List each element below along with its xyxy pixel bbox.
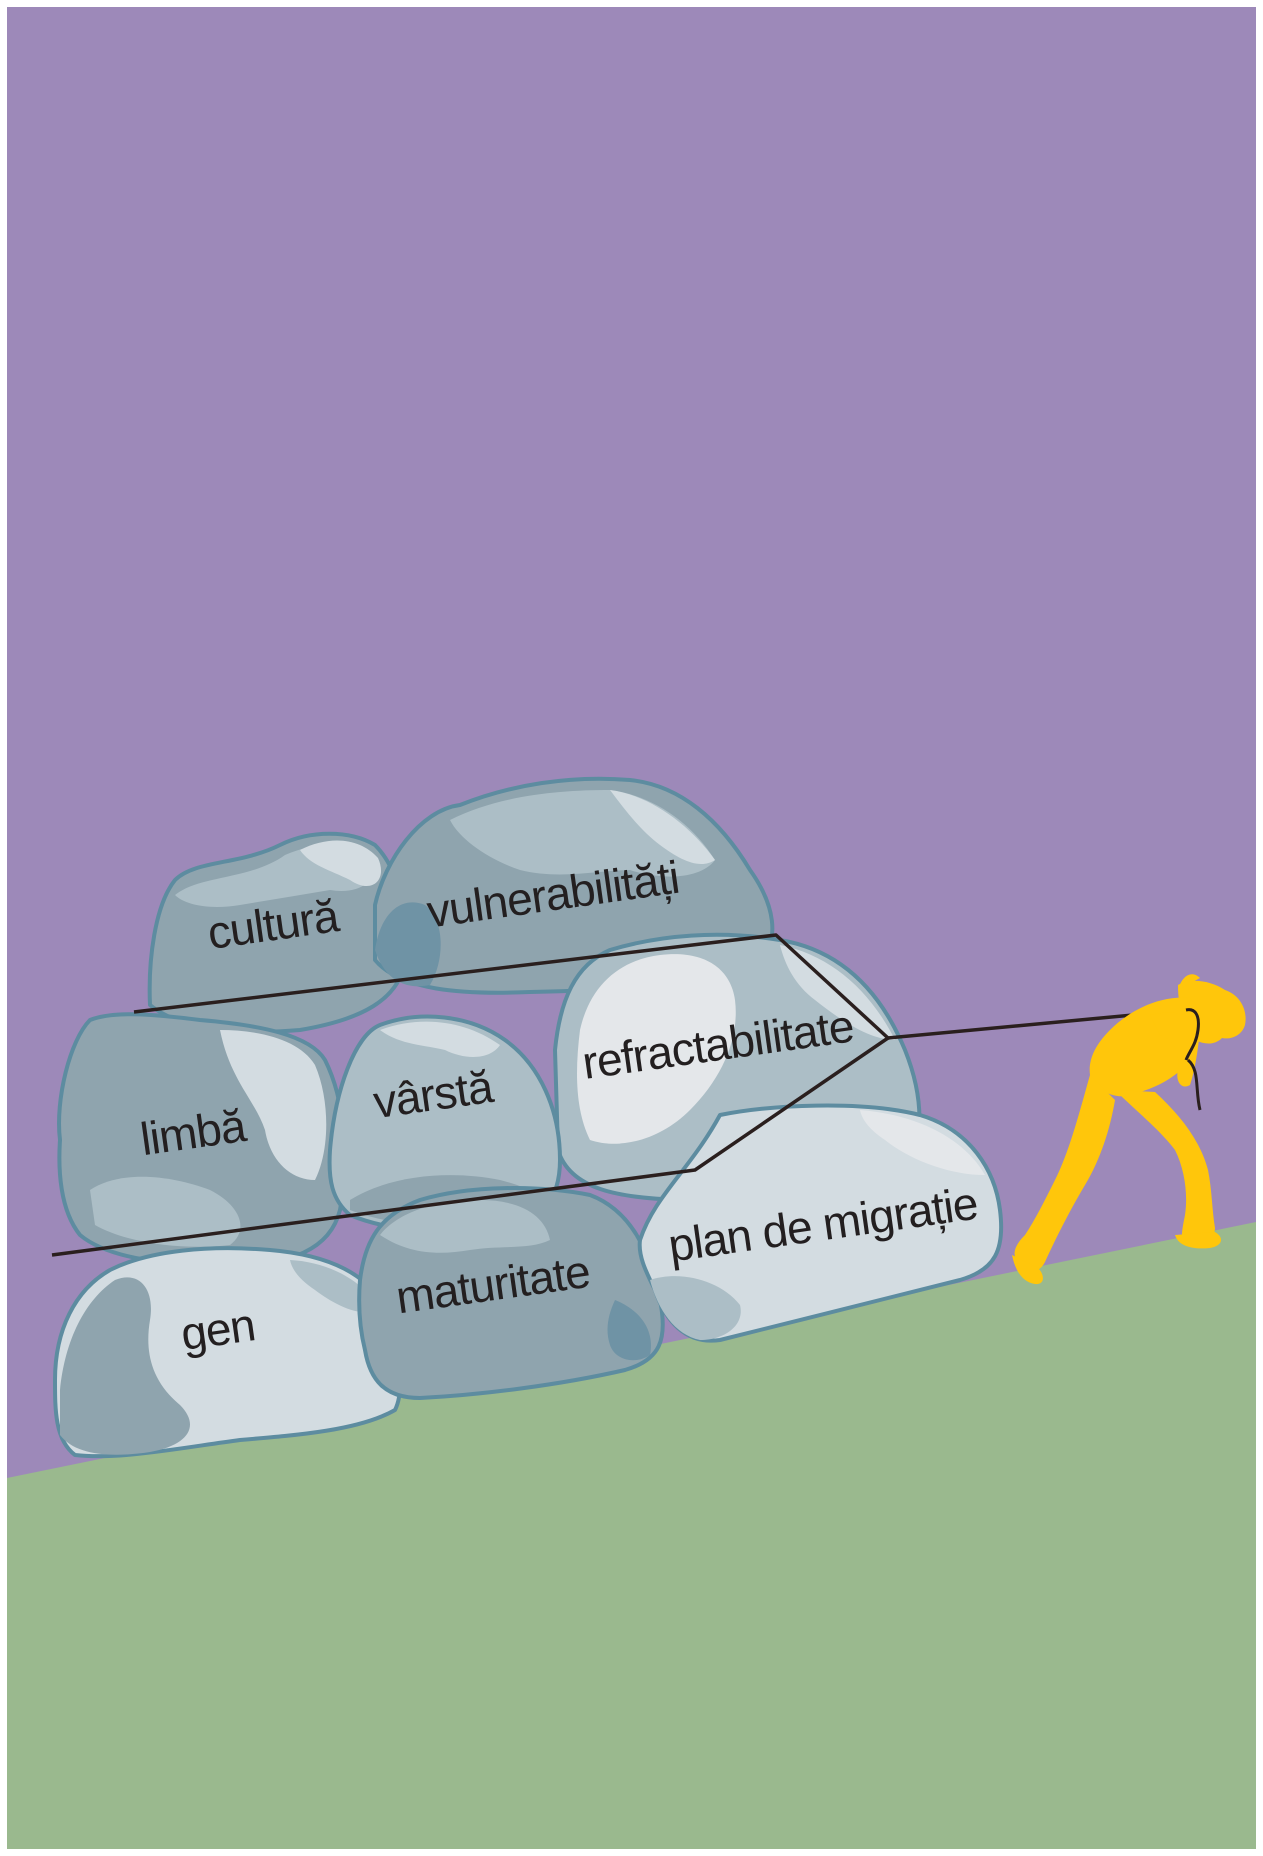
- hill-ground: [7, 1222, 1256, 1849]
- rock-maturitate: [357, 1186, 665, 1400]
- rock-pile: [53, 776, 1004, 1459]
- rope-end: [1186, 1058, 1202, 1111]
- rock-label-gen: gen: [178, 1298, 258, 1360]
- rock-limba: [57, 1012, 347, 1267]
- rock-cultura: [147, 831, 409, 1034]
- person-pulling-icon: [1012, 974, 1246, 1285]
- rock-plan-de-migratie: [637, 1103, 1004, 1343]
- rope-hand-grip: [1184, 1008, 1200, 1061]
